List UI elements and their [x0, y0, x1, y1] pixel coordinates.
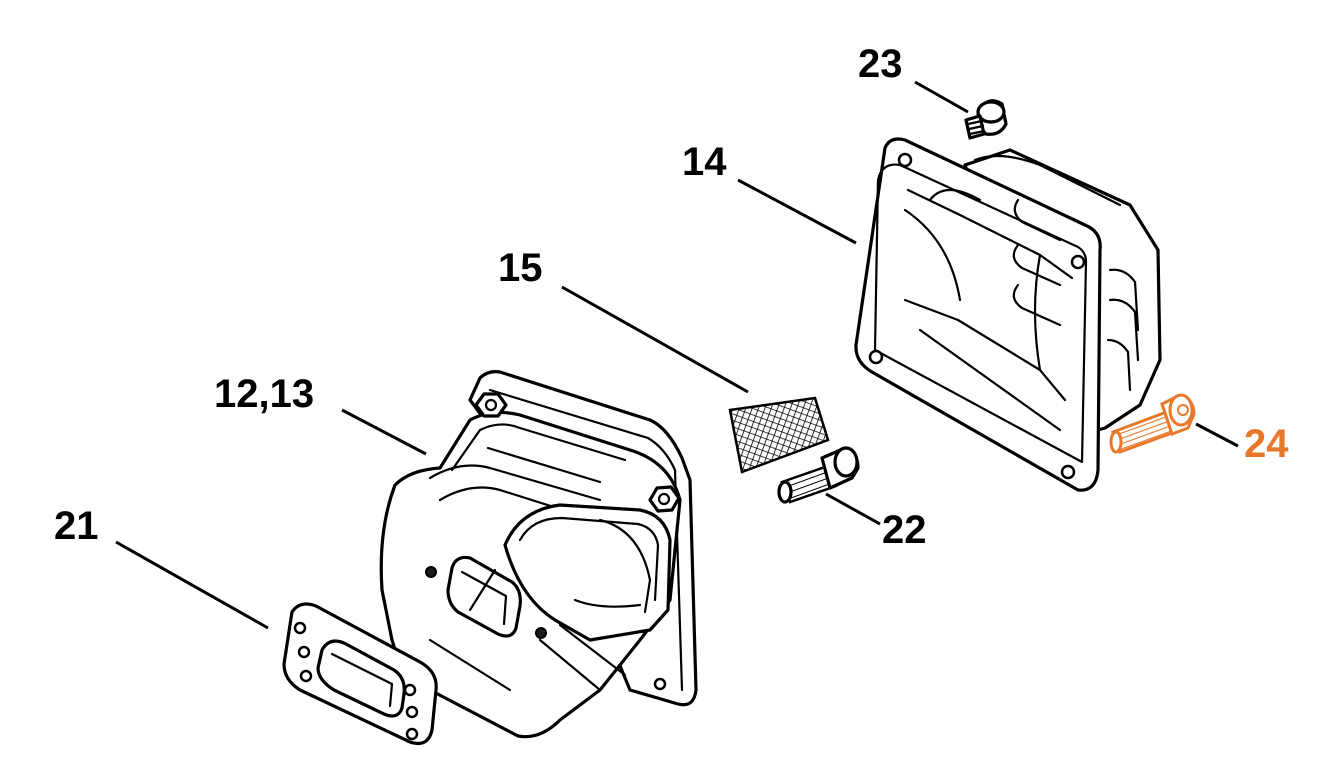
part-22-screw[interactable] — [777, 446, 860, 504]
part-21-gasket[interactable] — [282, 602, 438, 746]
leader-line-22 — [825, 492, 881, 526]
callout-12-13[interactable]: 12,13 — [214, 372, 315, 416]
callout-14[interactable]: 14 — [682, 140, 727, 184]
part-15-spark-arrestor-screen[interactable] — [728, 396, 830, 474]
leader-line-24 — [1195, 422, 1239, 448]
leader-line-21 — [115, 540, 269, 630]
leader-line-23 — [914, 80, 969, 114]
leader-line-12-13 — [341, 408, 427, 456]
part-14-muffler-cover[interactable] — [854, 137, 1162, 492]
callout-24[interactable]: 24 — [1244, 422, 1289, 466]
callout-23[interactable]: 23 — [858, 42, 903, 86]
callout-22[interactable]: 22 — [882, 508, 927, 552]
part-24-screw[interactable] — [1109, 393, 1196, 454]
hex-nut-side — [648, 485, 681, 513]
hex-nut-top — [474, 392, 508, 418]
callout-21[interactable]: 21 — [54, 504, 99, 548]
part-23-plug-screw[interactable] — [964, 99, 1008, 140]
leader-line-15 — [561, 285, 749, 394]
leader-line-14 — [737, 178, 857, 245]
callout-15[interactable]: 15 — [498, 246, 543, 290]
part-12-13-muffler-body[interactable] — [379, 370, 698, 739]
